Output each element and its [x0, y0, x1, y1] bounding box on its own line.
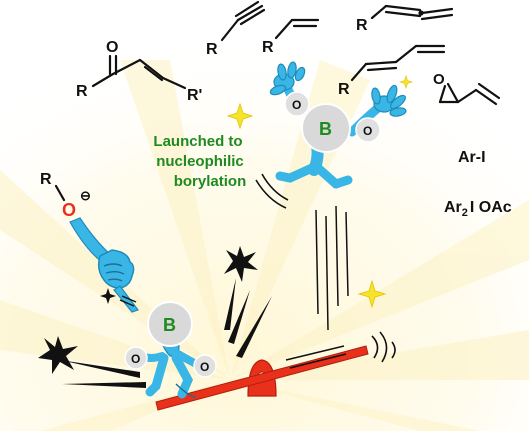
sparkle-icon-bottom — [357, 279, 387, 309]
poke-star-icon — [100, 288, 116, 304]
alkoxide-charge: ⊖ — [80, 188, 91, 203]
pointing-arm — [69, 217, 139, 313]
boron-figure-seesaw: B O O — [124, 301, 217, 399]
alkyne-structure: R — [206, 0, 266, 58]
enone-rprime-label: R' — [187, 87, 202, 104]
oxygen-left-seesaw — [124, 346, 148, 370]
burst-star-left-icon — [38, 336, 78, 374]
boron-atom-seesaw — [147, 301, 193, 347]
oxygen-right-seesaw — [193, 354, 217, 378]
boron-label-seesaw: B — [163, 315, 176, 335]
boron-label-flying: B — [319, 119, 332, 139]
alkoxide-structure: R O ⊖ — [40, 171, 91, 220]
impact-streaks — [60, 278, 272, 388]
alkoxide-oxygen: O — [62, 200, 76, 220]
enone-r-label: R — [76, 83, 88, 100]
allene-structure: R — [356, 4, 454, 34]
poke-lines — [119, 295, 137, 307]
caption-line-2: nucleophilic — [156, 153, 244, 170]
diene-structure: R — [338, 44, 446, 98]
enone-structure: O R R' — [76, 39, 202, 104]
oxygen-right-flying-label: O — [363, 124, 372, 138]
oxygen-left-flying — [284, 91, 310, 117]
boron-figure-flying: B O O — [269, 61, 407, 189]
burst-star-top-icon — [224, 246, 258, 282]
vinyl-epoxide-structure: O — [433, 71, 501, 106]
flying-motion-arcs — [255, 173, 289, 209]
boron-atom-flying — [301, 103, 351, 153]
alkene-r-label: R — [262, 39, 274, 56]
oxygen-right-flying — [355, 117, 381, 143]
oxygen-right-seesaw-label: O — [200, 360, 209, 374]
caption-line-3: borylation — [174, 173, 247, 190]
alkoxide-r-label: R — [40, 171, 52, 188]
enone-oxygen: O — [106, 39, 118, 56]
oxygen-left-seesaw-label: O — [131, 352, 140, 366]
seesaw-motion-lines — [285, 331, 396, 369]
caption-line-1: Launched to — [153, 133, 242, 150]
diene-r-label: R — [338, 81, 350, 98]
launch-caption: Launched to nucleophilic borylation — [153, 133, 246, 190]
aryl-iodide-label: Ar-I — [458, 149, 486, 166]
alkene-structure: R — [262, 18, 320, 56]
epoxide-oxygen: O — [433, 71, 445, 88]
alkyne-r-label: R — [206, 41, 218, 58]
sparkle-icon-small — [399, 75, 413, 89]
launch-speed-lines — [315, 205, 349, 331]
oxygen-left-flying-label: O — [292, 98, 301, 112]
allene-r-label: R — [356, 17, 368, 34]
sparkle-icon-top — [226, 102, 254, 130]
